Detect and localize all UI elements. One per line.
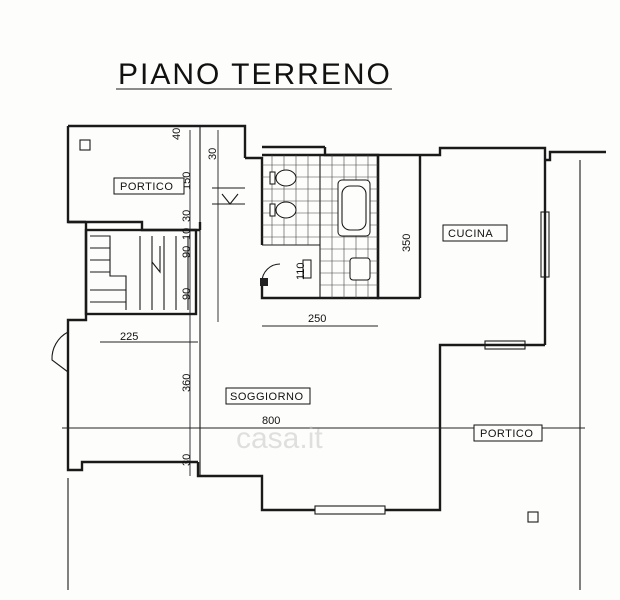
shower-icon [302,259,312,279]
room-label-portico-right: PORTICO [480,428,533,440]
dim-10: 10 [181,228,193,240]
column-icon [260,278,268,286]
dim-30b: 30 [181,210,193,222]
corner-marker-icon [79,139,91,151]
arrow-icon [212,187,245,205]
plan-title: PIANO TERRENO [118,58,392,91]
dim-90b: 90 [181,288,193,300]
window-cucina [540,211,550,278]
window-cucina-bottom [484,340,526,350]
bathroom-fixtures [260,169,371,286]
dimension-labels: 40 30 150 30 90 10 90 110 350 250 225 36… [120,128,413,466]
bidet-icon [275,201,297,219]
sink-icon [349,257,371,281]
dim-90a: 90 [181,246,193,258]
dim-360: 360 [181,374,193,392]
room-label-portico-top: PORTICO [120,181,173,193]
exterior-walls [66,124,606,515]
watermark: casa.it [236,422,323,455]
dim-225: 225 [120,331,138,343]
room-label-soggiorno: SOGGIORNO [230,391,304,403]
bathtub [337,179,371,237]
corner-marker-icon [527,511,539,523]
dim-250: 250 [308,313,326,325]
entry-door-icon [51,331,69,373]
dim-30a: 30 [207,148,219,160]
toilet-icon [275,169,297,187]
dim-800: 800 [262,415,280,427]
dim-350: 350 [401,234,413,252]
dim-40: 40 [171,128,183,140]
room-labels: PORTICO CUCINA SOGGIORNO PORTICO [113,177,543,442]
dim-30c: 30 [181,454,193,466]
stair-steps [90,235,189,310]
dim-110: 110 [295,262,307,280]
room-label-cucina: CUCINA [448,228,493,240]
window-bottom [314,505,386,515]
